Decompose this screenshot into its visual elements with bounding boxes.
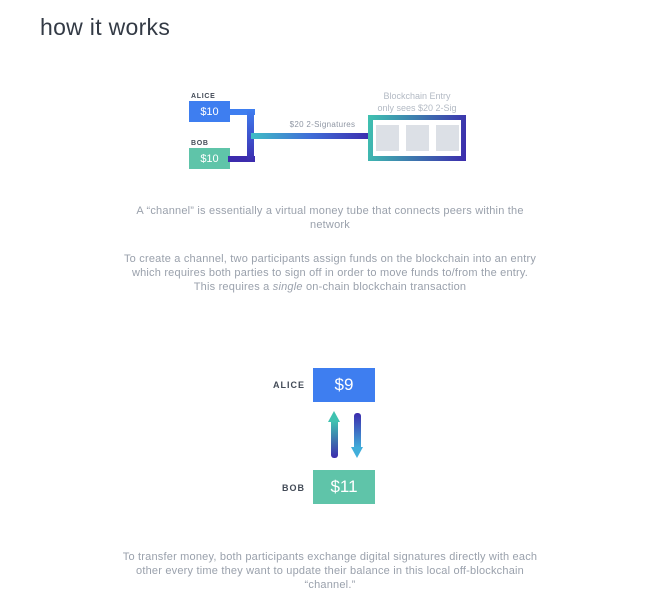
paragraph-transfer-money: To transfer money, both participants exc… — [122, 551, 538, 591]
blockchain-slot-2 — [405, 125, 429, 151]
paragraph-create-channel-emphasis: single — [272, 280, 303, 293]
alice-balance-box: $9 — [313, 368, 375, 402]
channel-gradient-line — [251, 133, 372, 139]
alice-balance-value: $9 — [334, 375, 354, 394]
blockchain-entry-caption-line2: only sees $20 2-Sig — [377, 103, 457, 113]
bob-balance-value: $10 — [200, 152, 219, 165]
alice-label: ALICE — [273, 380, 305, 390]
up-arrow-icon — [328, 411, 340, 422]
paragraph-channel-definition: A “channel” is essentially a virtual mon… — [136, 205, 524, 231]
bob-connector-line — [228, 156, 255, 162]
alice-label: ALICE — [191, 93, 216, 100]
blockchain-slot-3 — [435, 125, 459, 151]
bob-balance-box: $11 — [313, 470, 375, 504]
paragraph-create-channel-text-end: on-chain blockchain transaction — [302, 280, 467, 293]
alice-balance-value: $10 — [200, 105, 219, 118]
blockchain-entry-caption: Blockchain Entry only sees $20 2-Sig — [367, 90, 467, 114]
page-title: how it works — [40, 14, 171, 40]
down-arrow-icon — [351, 447, 363, 458]
down-arrow-shaft — [354, 413, 361, 448]
paragraph-create-channel-text: To create a channel, two participants as… — [123, 253, 537, 293]
bob-label: BOB — [191, 140, 209, 147]
bob-balance-box: $10 — [189, 148, 230, 169]
blockchain-entry-caption-line1: Blockchain Entry — [383, 91, 451, 101]
blockchain-entry-box — [368, 115, 466, 161]
alice-connector-line — [228, 109, 255, 115]
paragraph-create-channel: To create a channel, two participants as… — [120, 253, 540, 294]
blockchain-entry-box-inner — [373, 120, 461, 156]
channel-signatures-label: $20 2-Signatures — [289, 120, 356, 129]
blockchain-slot-1 — [375, 125, 399, 151]
connector-junction-line — [247, 109, 254, 162]
bob-label: BOB — [282, 483, 305, 493]
alice-balance-box: $10 — [189, 101, 230, 122]
bob-balance-value: $11 — [330, 477, 358, 496]
up-arrow-shaft — [331, 421, 338, 458]
